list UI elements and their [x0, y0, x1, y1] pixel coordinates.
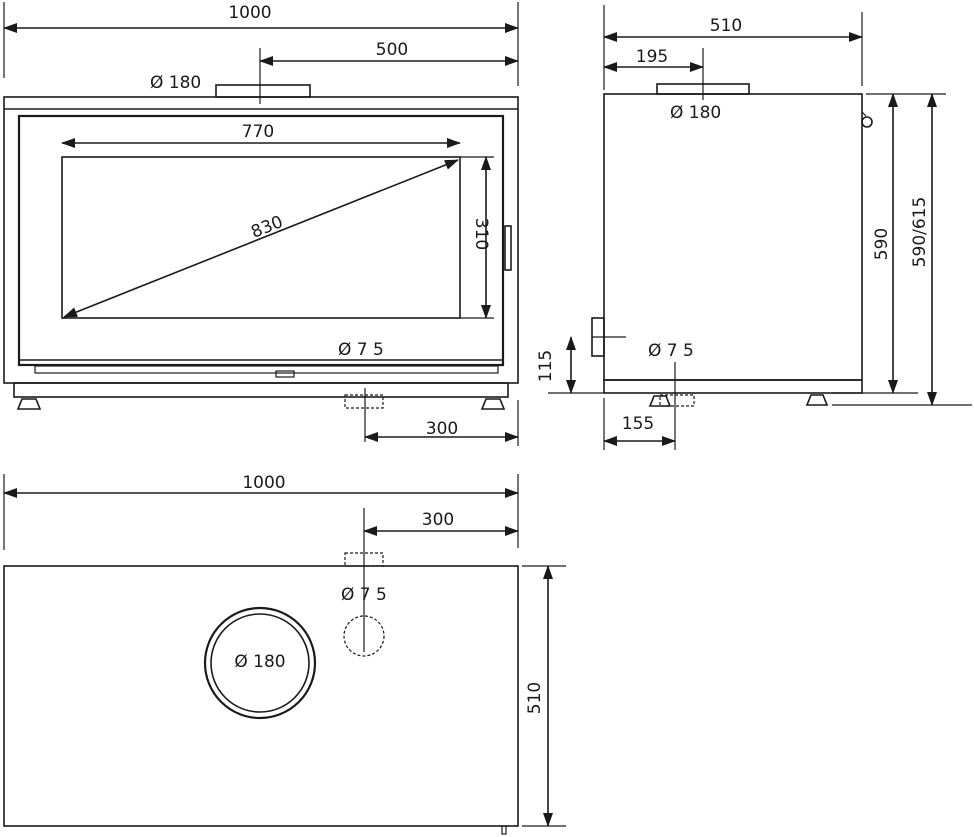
front-foot-right — [480, 398, 506, 410]
side-bracket — [861, 116, 873, 128]
top-flue-outer — [203, 606, 317, 720]
label-glass-diagonal: 830 — [248, 212, 286, 243]
label-side-depth: 510 — [710, 16, 742, 36]
side-foot-back — [805, 394, 829, 406]
side-foot-front — [648, 395, 672, 407]
label-top-depth: 510 — [525, 682, 545, 714]
front-door-handle — [504, 225, 512, 271]
label-side-inlet-offset: 155 — [622, 414, 654, 434]
label-side-height: 590 — [872, 228, 892, 260]
side-plinth — [603, 379, 863, 394]
label-top-air-inlet-diameter: Ø 7 5 — [341, 585, 387, 605]
front-ash-lip — [34, 365, 499, 374]
label-side-air-inlet-diameter: Ø 7 5 — [648, 341, 694, 361]
label-glass-width: 770 — [242, 122, 274, 142]
label-side-flue-offset: 195 — [636, 47, 668, 67]
label-front-air-inlet-diameter: Ø 7 5 — [338, 340, 384, 360]
front-air-inlet — [344, 394, 384, 409]
label-front-width: 1000 — [228, 3, 271, 23]
side-view: 510 195 Ø 180 590 590/615 115 Ø 7 5 155 — [536, 5, 972, 450]
top-back-tab — [501, 825, 507, 835]
label-top-flue-diameter: Ø 180 — [234, 652, 285, 672]
label-top-inlet-offset: 300 — [422, 510, 454, 530]
top-body — [3, 565, 519, 827]
front-plinth — [13, 382, 509, 398]
front-flue-collar — [215, 84, 311, 98]
label-front-flue-diameter: Ø 180 — [150, 73, 201, 93]
top-air-inlet — [343, 615, 385, 657]
top-view: 1000 300 Ø 7 5 Ø 180 510 — [3, 473, 566, 835]
label-front-inlet-offset: 300 — [426, 419, 458, 439]
front-glass — [61, 156, 461, 319]
label-side-inlet-height: 115 — [536, 350, 556, 382]
label-side-flue-diameter: Ø 180 — [670, 103, 721, 123]
label-glass-height: 310 — [471, 218, 491, 250]
dim-glass-diagonal — [63, 159, 459, 318]
side-bracket-link — [861, 111, 867, 117]
side-body — [603, 93, 863, 381]
front-view: 1000 500 Ø 180 770 830 310 Ø 7 5 300 — [3, 2, 519, 446]
label-side-height-range: 590/615 — [910, 197, 930, 268]
front-door-latch — [275, 370, 295, 378]
top-flue-inner — [210, 613, 310, 713]
front-foot-left — [16, 398, 42, 410]
side-bottom-inlet — [659, 394, 695, 407]
front-door-frame — [17, 114, 505, 367]
label-top-width: 1000 — [242, 473, 285, 493]
label-front-flue-offset: 500 — [376, 40, 408, 60]
